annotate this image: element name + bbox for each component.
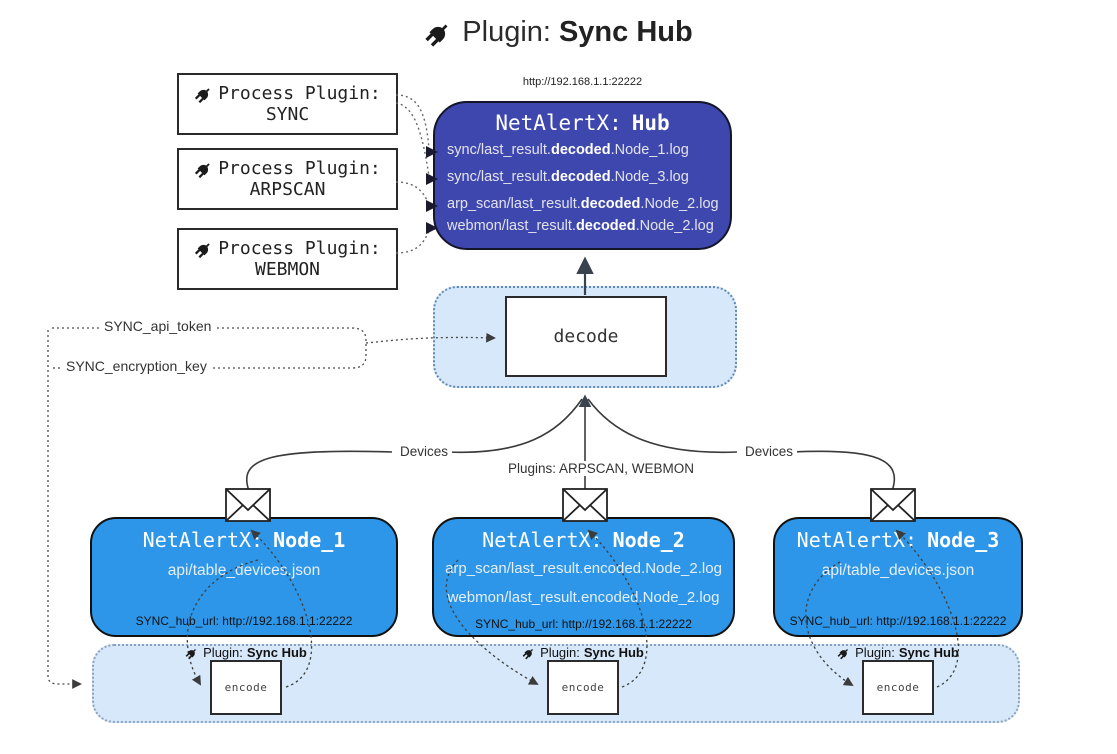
hub-title: NetAlertX: Hub: [433, 111, 732, 135]
hub-title-name: Hub: [631, 111, 670, 135]
hub-url-label: http://192.168.1.1:22222: [522, 76, 643, 88]
process-plugin-name: SYNC: [265, 104, 310, 125]
plugin-to-hub-connectors: [395, 94, 430, 254]
node-1-file: api/table_devices.json: [167, 562, 321, 579]
plug-icon: [522, 646, 536, 660]
decode-label: decode: [553, 326, 619, 347]
hub-log-line: sync/last_result.decoded.Node_1.log: [447, 142, 689, 158]
decode-box: decode: [505, 296, 667, 377]
plug-icon: [185, 646, 199, 660]
plug-icon: [424, 19, 452, 48]
hub-log-line: webmon/last_result.decoded.Node_2.log: [447, 218, 714, 234]
process-plugin-sync-box: Process Plugin: SYNC: [177, 73, 398, 135]
node-2-file: webmon/last_result.encoded.Node_2.log: [447, 589, 720, 606]
node-3-file: api/table_devices.json: [821, 562, 975, 579]
node-3-title: NetAlertX:Node_3: [796, 528, 1000, 552]
node-to-decode-edges: [245, 394, 896, 492]
process-plugin-label: Process Plugin:: [218, 158, 381, 179]
plug-icon: [194, 85, 213, 104]
encoder-plugin-label: Plugin:Sync Hub: [503, 645, 663, 660]
encode-box-3: encode: [862, 660, 934, 715]
hub-log-line: sync/last_result.decoded.Node_3.log: [447, 169, 689, 185]
process-plugin-name: ARPSCAN: [249, 179, 326, 200]
node-2-file: arp_scan/last_result.encoded.Node_2.log: [445, 560, 722, 577]
plug-icon: [837, 646, 851, 660]
page-title-name: Sync Hub: [558, 16, 693, 48]
process-plugin-label: Process Plugin:: [218, 83, 381, 104]
page-title-prefix: Plugin:: [462, 16, 551, 48]
encode-box-2: encode: [547, 660, 619, 715]
encoder-plugin-label: Plugin:Sync Hub: [166, 645, 326, 660]
hub-log-line: arp_scan/last_result.decoded.Node_2.log: [447, 196, 719, 212]
sync-api-token-label: SYNC_api_token: [100, 318, 216, 334]
process-plugin-label: Process Plugin:: [218, 238, 381, 259]
encode-box-1: encode: [210, 660, 282, 715]
process-plugin-webmon-box: Process Plugin: WEBMON: [177, 228, 398, 290]
plug-icon: [194, 240, 213, 259]
devices-edge-label-right: Devices: [741, 444, 798, 459]
node-1-title: NetAlertX:Node_1: [142, 528, 346, 552]
hub-box: [433, 101, 732, 250]
sync-encryption-key-label: SYNC_encryption_key: [62, 358, 211, 374]
page-title: Plugin: Sync Hub: [0, 16, 1117, 49]
process-plugin-arpscan-box: Process Plugin: ARPSCAN: [177, 148, 398, 210]
node-3-hub-url: SYNC_hub_url: http://192.168.1.1:22222: [789, 614, 1007, 628]
node-1-hub-url: SYNC_hub_url: http://192.168.1.1:22222: [135, 614, 353, 628]
process-plugin-name: WEBMON: [254, 259, 321, 280]
hub-title-prefix: NetAlertX:: [495, 111, 622, 135]
plugins-edge-label-center: Plugins: ARPSCAN, WEBMON: [504, 461, 699, 476]
node-2-title: NetAlertX:Node_2: [482, 528, 685, 552]
devices-edge-label-left: Devices: [396, 444, 453, 459]
plug-icon: [194, 160, 213, 179]
encoder-plugin-label: Plugin:Sync Hub: [818, 645, 978, 660]
node-2-hub-url: SYNC_hub_url: http://192.168.1.1:22222: [475, 617, 692, 631]
